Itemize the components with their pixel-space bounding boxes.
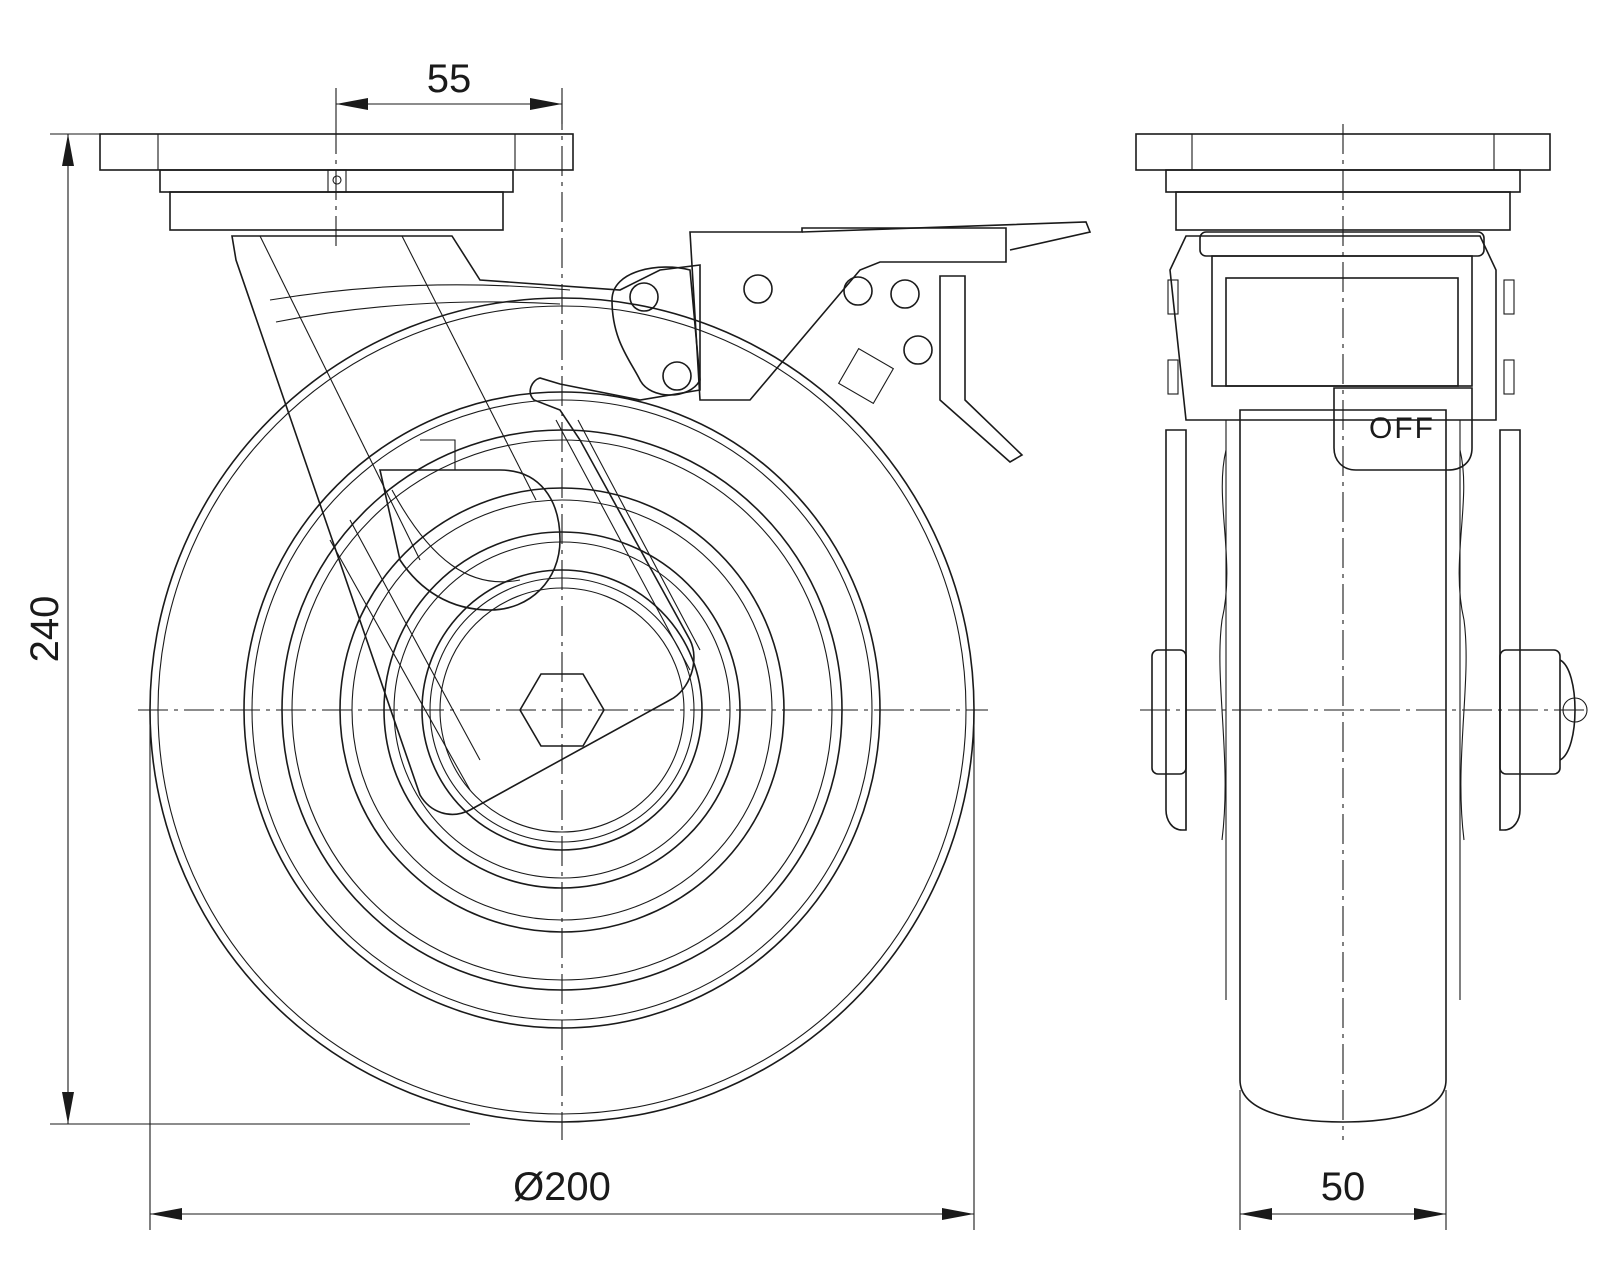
side-view: 55 240 Ø200 [23,57,1092,1230]
front-axle [1151,649,1588,775]
dim-width: 50 [1239,1090,1447,1230]
dim-height: 240 [23,133,470,1125]
centre-lines [138,100,988,1140]
brake-lever [420,221,1092,471]
dim-width-label: 50 [1321,1165,1366,1209]
dim-diameter: Ø200 [149,710,975,1230]
dim-offset: 55 [335,57,563,124]
front-fork [1165,231,1521,831]
brake-state-label: OFF [1369,412,1435,445]
dim-height-label: 240 [23,596,67,663]
front-centre-lines [1140,124,1590,1140]
dim-diameter-label: Ø200 [513,1165,611,1209]
front-view: OFF 50 [1135,124,1590,1230]
fork [231,235,701,816]
brake-tab: OFF [1333,387,1473,471]
dim-offset-label: 55 [427,57,472,101]
